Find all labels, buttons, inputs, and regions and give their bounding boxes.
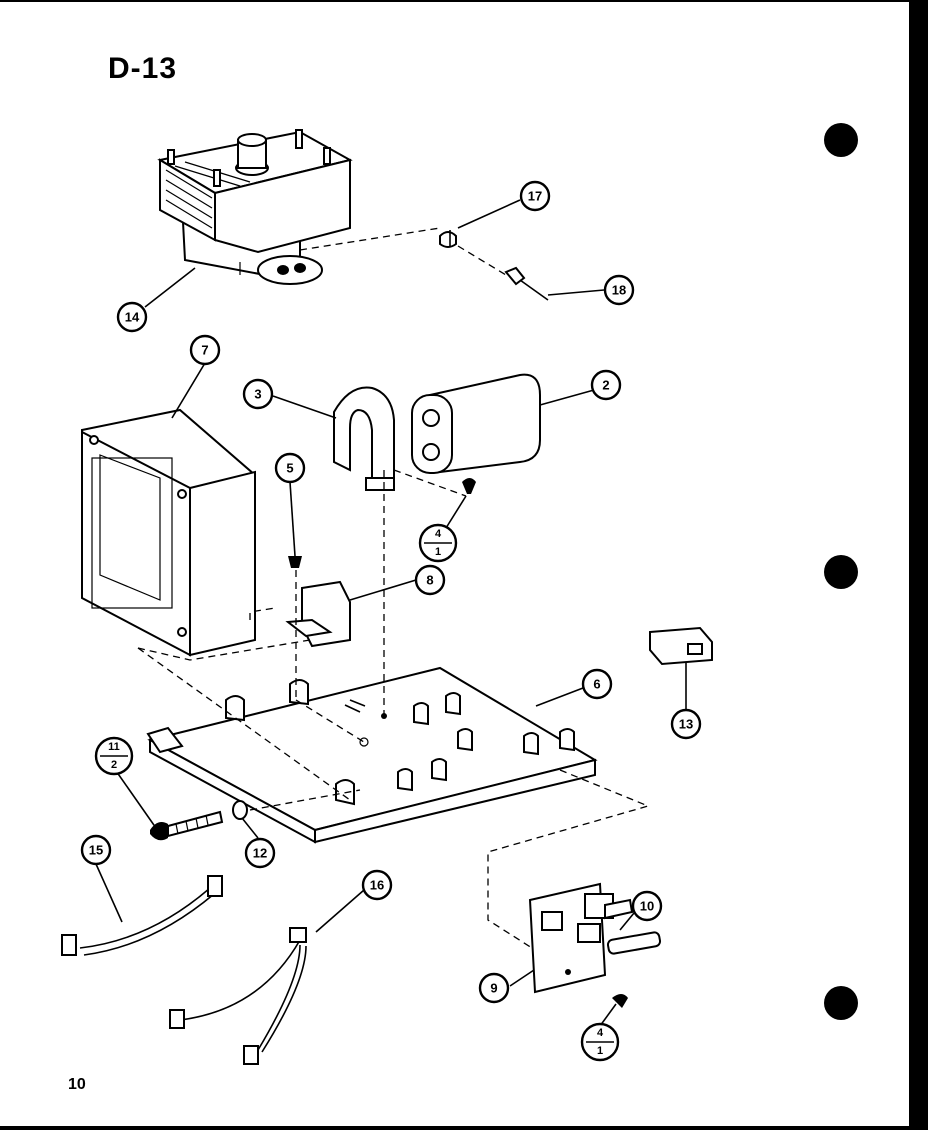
svg-text:7: 7 (201, 343, 208, 358)
callout-6: 6 (581, 668, 613, 700)
svg-text:1: 1 (597, 1045, 603, 1057)
svg-text:4: 4 (435, 528, 442, 540)
transformer-part (81, 408, 257, 657)
callout-12: 12 (244, 837, 276, 869)
callout-8: 8 (414, 564, 446, 596)
svg-text:11: 11 (108, 741, 120, 753)
svg-text:18: 18 (612, 283, 626, 298)
long-screw-part (150, 810, 224, 841)
board-screw (612, 994, 628, 1008)
svg-text:4: 4 (597, 1027, 604, 1039)
callout-17: 17 (519, 180, 551, 212)
svg-text:3: 3 (254, 387, 261, 402)
fraction-callout-screw: 11 2 (94, 736, 134, 776)
svg-text:10: 10 (640, 899, 654, 914)
svg-text:12: 12 (253, 846, 267, 861)
svg-text:2: 2 (111, 759, 117, 771)
part-13-connector (649, 626, 713, 666)
svg-text:1: 1 (435, 546, 441, 558)
svg-text:9: 9 (490, 981, 497, 996)
diagram-title: D-13 (108, 52, 178, 85)
svg-text:16: 16 (370, 878, 384, 893)
part-15-wire (61, 875, 223, 956)
top-border (0, 0, 928, 2)
capacitor-bracket-part (333, 386, 395, 491)
svg-text:5: 5 (286, 461, 293, 476)
svg-text:8: 8 (426, 573, 433, 588)
svg-text:6: 6 (593, 677, 600, 692)
svg-text:13: 13 (679, 717, 693, 732)
callout-16: 16 (361, 869, 393, 901)
page-number: 10 (68, 1076, 86, 1093)
part-16-wire (169, 927, 307, 1065)
svg-text:2: 2 (602, 378, 609, 393)
callout-9: 9 (478, 972, 510, 1004)
base-plate-part (146, 666, 598, 844)
binder-hole-dot-bottom (824, 986, 858, 1020)
capacitor-part (411, 373, 541, 474)
svg-text:15: 15 (89, 843, 103, 858)
callout-2: 2 (590, 369, 622, 401)
leader-lines (95, 199, 687, 1027)
svg-text:14: 14 (125, 310, 140, 325)
binder-hole-dot-middle (824, 555, 858, 589)
fraction-callout-lower: 4 1 (580, 1022, 620, 1062)
part-10-fuse (606, 931, 662, 955)
callout-18: 18 (603, 274, 635, 306)
bracket-screw (462, 478, 476, 494)
part-18-pin (504, 266, 549, 301)
part-9-board (528, 882, 634, 994)
part-5-screw (288, 556, 302, 568)
part-17-nut (439, 230, 457, 248)
callout-3: 3 (242, 378, 274, 410)
callout-5: 5 (274, 452, 306, 484)
magnetron-part (157, 129, 353, 285)
callout-7: 7 (189, 334, 221, 366)
callout-13: 13 (670, 708, 702, 740)
fraction-callout-upper: 4 1 (418, 523, 458, 563)
callout-10: 10 (631, 890, 663, 922)
callout-15: 15 (80, 834, 112, 866)
bottom-border (0, 1126, 928, 1130)
part-8-component (285, 580, 351, 648)
callout-14: 14 (116, 301, 148, 333)
svg-text:17: 17 (528, 189, 542, 204)
binder-hole-dot-top (824, 123, 858, 157)
right-border (909, 0, 928, 1130)
part-12-washer (232, 800, 248, 820)
